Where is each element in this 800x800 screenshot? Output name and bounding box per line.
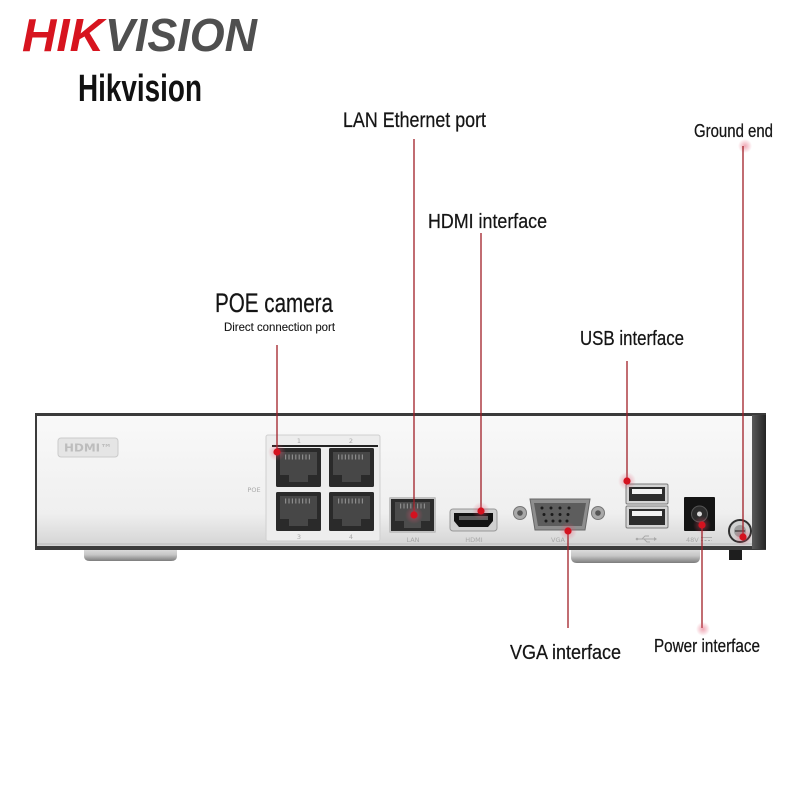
callout-poe: POE camera Direct connection port <box>215 288 336 461</box>
poe-label: POE <box>247 486 260 494</box>
vga-marking: VGA <box>551 536 565 544</box>
callout-vga-dot <box>564 527 572 535</box>
usb-port-tongue <box>632 489 662 494</box>
callout-power-label: Power interface <box>654 636 760 656</box>
callout-poe-title: POE camera <box>215 288 334 318</box>
callout-vga-label: VGA interface <box>510 642 621 664</box>
callout-usb-label: USB interface <box>580 328 684 350</box>
callout-usb: USB interface <box>580 328 684 490</box>
vga-screw-hole <box>517 510 523 516</box>
callout-poe-dot <box>273 448 281 456</box>
callout-ground-dot <box>739 533 747 541</box>
poe-port-3 <box>276 492 321 531</box>
brand-name: Hikvision <box>78 68 202 110</box>
callout-lan: LAN Ethernet port <box>343 109 486 524</box>
hdmi-marking: HDMI <box>465 536 483 544</box>
callout-ground: Ground end <box>694 121 773 546</box>
hdmi-logo-plate <box>57 437 119 458</box>
vga-screw-left <box>513 506 527 520</box>
callout-power: Power interface <box>654 516 760 656</box>
usb-icon <box>635 535 657 543</box>
power-port-pin <box>697 511 702 517</box>
usb-port-bottom <box>625 505 669 529</box>
callout-hdmi: HDMI interface <box>428 211 547 520</box>
power-rating-marking: 48V <box>686 536 699 544</box>
dc-symbol-icon <box>701 537 712 541</box>
callout-ground-label: Ground end <box>694 121 773 141</box>
callout-hdmi-dot <box>477 507 485 515</box>
poe-port-2 <box>329 448 374 487</box>
callout-ground-top-halo <box>738 139 752 153</box>
poe-port-1 <box>276 448 321 487</box>
hdmi-logo-emboss: HDMI™ <box>57 437 119 458</box>
vga-screw-hole <box>595 510 601 516</box>
logo-vision-text: VISION <box>105 9 258 61</box>
callout-lan-dot <box>410 511 418 519</box>
left-foot <box>84 547 177 561</box>
hdmi-port-tongue <box>459 516 488 520</box>
logo-hik-text: HIK <box>22 9 107 61</box>
usb-port-top <box>625 483 669 505</box>
usb-icon-dot <box>635 537 639 541</box>
poe-port-number-1: 1 <box>297 437 301 445</box>
callout-poe-subtitle: Direct connection port <box>224 320 336 334</box>
vga-port <box>513 498 605 531</box>
poe-port-block: POE 1 2 3 4 <box>247 434 381 542</box>
hdmi-logo-text: HDMI™ <box>64 443 112 455</box>
usb-icon-arrow <box>654 537 657 541</box>
callout-usb-dot <box>623 477 631 485</box>
poe-port-4 <box>329 492 374 531</box>
callout-power-dot <box>698 521 706 529</box>
usb-port-tongue <box>632 511 662 516</box>
poe-port-number-2: 2 <box>349 437 353 445</box>
callout-vga: VGA interface <box>510 522 621 664</box>
lan-marking: LAN <box>406 536 419 544</box>
callout-lan-label: LAN Ethernet port <box>343 109 486 132</box>
poe-port-number-3: 3 <box>297 533 301 541</box>
chassis-side <box>752 415 766 549</box>
nvr-device: HDMI™ POE 1 2 3 4 <box>35 413 766 563</box>
right-foot <box>571 547 700 563</box>
callout-hdmi-label: HDMI interface <box>428 211 547 233</box>
brand-header: HIK VISION Hikvision <box>22 9 258 110</box>
poe-port-number-4: 4 <box>349 533 353 541</box>
vga-screw-right <box>591 506 605 520</box>
callout-power-bottom-halo <box>696 622 710 636</box>
usb-icon-trident <box>638 535 654 543</box>
